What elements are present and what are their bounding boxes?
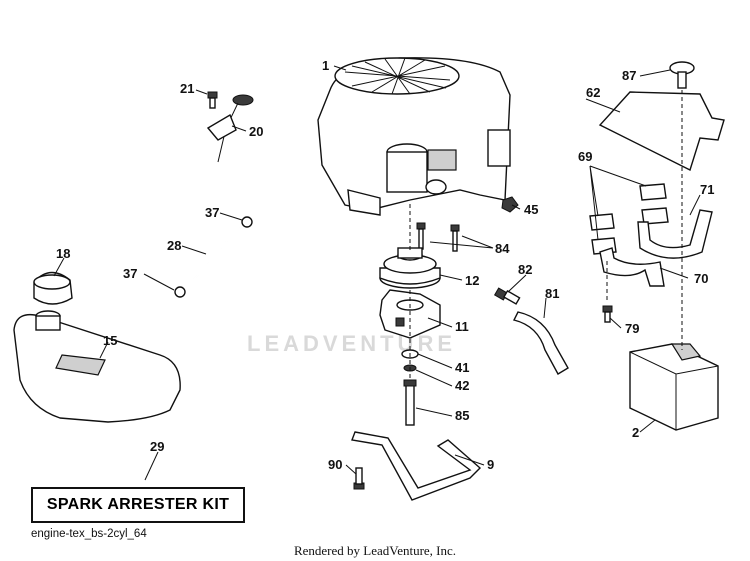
nut-part-45[interactable] (501, 196, 519, 213)
callout-45: 45 (524, 202, 538, 217)
pulley-part-12[interactable] (379, 247, 441, 289)
gasket-part-69[interactable] (589, 183, 669, 255)
callout-11: 11 (455, 319, 469, 334)
callout-37-lower: 37 (123, 266, 137, 281)
clamp-part-37-upper[interactable] (241, 216, 253, 228)
callout-29: 29 (150, 439, 164, 454)
callout-20: 20 (249, 124, 263, 139)
fuel-line-part-28[interactable] (181, 223, 246, 293)
callout-37-upper: 37 (205, 205, 219, 220)
callout-1: 1 (322, 58, 329, 73)
bolt-part-21[interactable] (207, 91, 218, 109)
callout-42: 42 (455, 378, 469, 393)
bolt-part-84[interactable] (416, 222, 460, 252)
hose-part-81[interactable] (512, 311, 569, 375)
callout-62: 62 (586, 85, 600, 100)
render-credit: Rendered by LeadVenture, Inc. (293, 543, 457, 558)
diagram-code: engine-tex_bs-2cyl_64 (31, 528, 147, 540)
fitting-part-82[interactable] (493, 287, 521, 305)
callout-12: 12 (465, 273, 479, 288)
dipstick-part-20[interactable] (206, 94, 254, 163)
callout-2: 2 (632, 425, 639, 440)
callout-70: 70 (694, 271, 708, 286)
callout-81: 81 (545, 286, 559, 301)
callout-84: 84 (495, 241, 510, 256)
callout-21: 21 (180, 81, 194, 96)
clamp-part-37-lower[interactable] (174, 286, 186, 298)
callout-28: 28 (167, 238, 181, 253)
callout-18: 18 (56, 246, 70, 261)
fuel-cap-part-18[interactable] (33, 271, 73, 305)
callout-87: 87 (622, 68, 636, 83)
callout-90: 90 (328, 457, 342, 472)
bolt-part-90[interactable] (353, 467, 365, 490)
callout-9: 9 (487, 457, 494, 472)
callout-41: 41 (455, 360, 469, 375)
callout-79: 79 (625, 321, 639, 336)
engine-part-1[interactable] (317, 57, 511, 216)
exhaust-pipe-part-70[interactable] (599, 247, 665, 287)
bracket-part-9[interactable] (351, 431, 482, 501)
spark-arrester-kit-box[interactable]: SPARK ARRESTER KIT (31, 487, 245, 523)
callout-82: 82 (518, 262, 532, 277)
callout-69: 69 (578, 149, 592, 164)
bolt-part-85[interactable] (403, 379, 417, 426)
callout-71: 71 (700, 182, 714, 197)
exhaust-pipe-part-71[interactable] (637, 209, 713, 259)
muffler-part-2[interactable] (629, 343, 719, 431)
heat-shield-part-62[interactable] (598, 91, 725, 171)
bolt-part-79[interactable] (602, 305, 613, 323)
callout-15: 15 (103, 333, 117, 348)
knob-part-87[interactable] (669, 61, 695, 89)
fuel-tank-part-15[interactable] (13, 310, 181, 423)
callout-85: 85 (455, 408, 469, 423)
